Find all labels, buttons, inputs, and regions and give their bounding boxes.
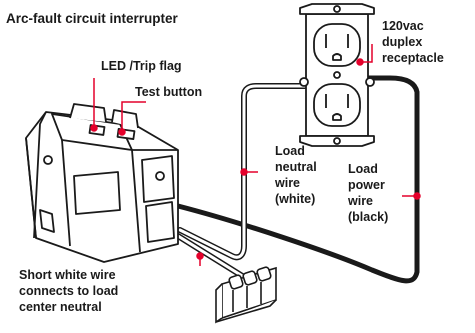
callout-receptacle bbox=[360, 44, 373, 63]
led-trip-flag-label: LED /Trip flag bbox=[101, 59, 182, 73]
test-button-label: Test button bbox=[135, 85, 203, 99]
short-white-label-line2: connects to load bbox=[19, 284, 119, 298]
short-white-label-line1: Short white wire bbox=[19, 268, 116, 282]
receptacle-label-line2: duplex bbox=[382, 35, 423, 49]
load-neutral-label-line1: Load bbox=[275, 144, 305, 158]
callout-test bbox=[121, 101, 146, 132]
load-power-label-line2: power bbox=[348, 178, 385, 192]
load-power-label-line4: (black) bbox=[348, 210, 389, 224]
load-neutral-label-line3: wire bbox=[275, 176, 301, 190]
diagram-title: Arc-fault circuit interrupter bbox=[6, 11, 178, 26]
receptacle-label-line3: receptacle bbox=[382, 51, 444, 65]
afci-breaker bbox=[25, 103, 179, 263]
load-neutral-label-line2: neutral bbox=[275, 160, 317, 174]
load-neutral-label-line4: (white) bbox=[275, 192, 316, 206]
load-power-wire bbox=[175, 75, 420, 284]
load-power-label-line3: wire bbox=[348, 194, 374, 208]
duplex-receptacle bbox=[299, 3, 375, 147]
neutral-bar bbox=[215, 266, 277, 324]
callouts bbox=[90, 44, 421, 266]
load-power-label-line1: Load bbox=[348, 162, 378, 176]
short-white-label-line3: center neutral bbox=[19, 300, 102, 314]
receptacle-label-line1: 120vac bbox=[382, 19, 424, 33]
